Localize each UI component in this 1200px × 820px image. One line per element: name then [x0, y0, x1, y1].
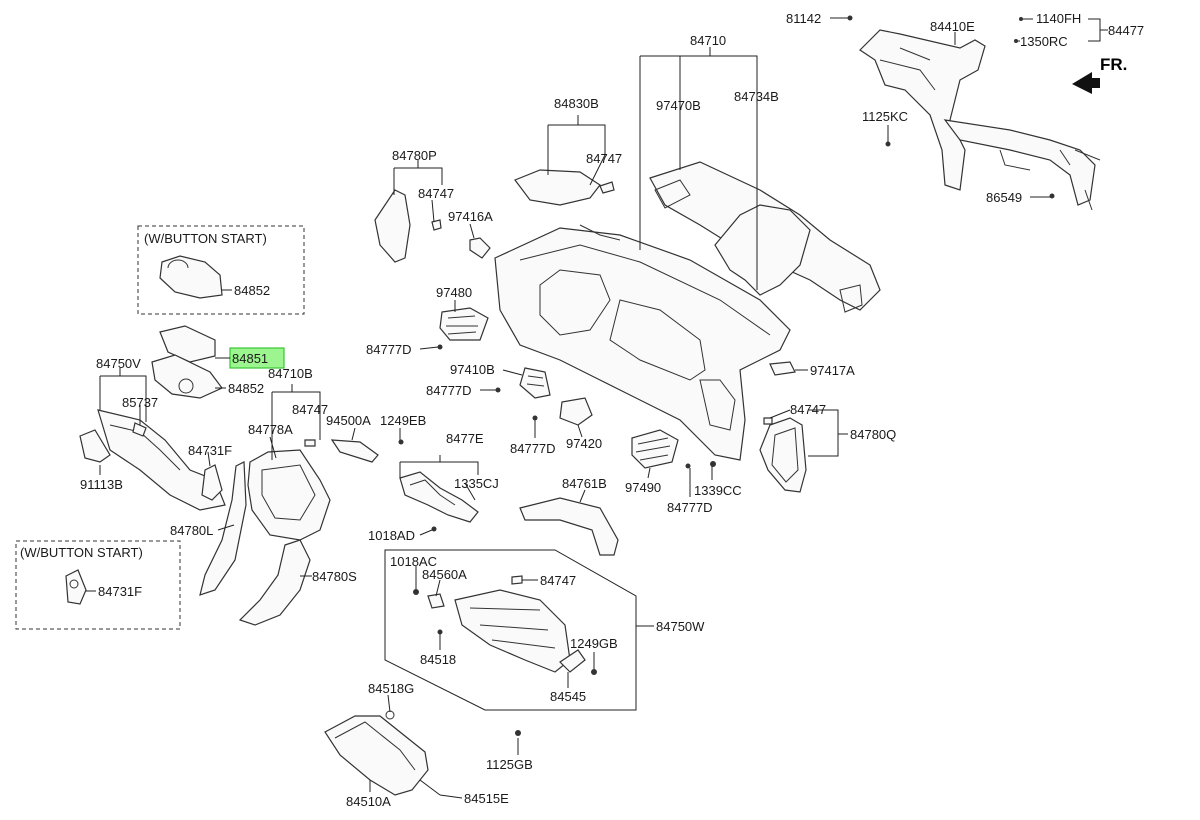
label-84777D-b: 84777D	[426, 383, 472, 398]
label-84780P: 84780P	[392, 148, 437, 163]
label-1125GB: 1125GB	[486, 757, 533, 772]
air-vent-97410B	[519, 367, 551, 399]
label-84777D-d: 84777D	[667, 500, 713, 515]
variant-box-top-title: (W/BUTTON START)	[144, 231, 267, 246]
fr-arrow-icon	[1072, 72, 1100, 94]
glove-box-84510A	[324, 710, 441, 796]
label-84750V: 84750V	[96, 356, 141, 371]
label-8477E: 8477E	[446, 431, 484, 446]
label-84518G: 84518G	[368, 681, 414, 696]
label-84780L: 84780L	[170, 523, 213, 538]
trim-84731F	[201, 464, 223, 501]
label-84778A: 84778A	[248, 422, 293, 437]
label-84851: 84851	[232, 351, 268, 366]
label-97490: 97490	[625, 480, 661, 495]
variant-box-top	[137, 225, 305, 315]
label-84710B: 84710B	[268, 366, 313, 381]
defroster-duct	[649, 161, 881, 313]
label-84734B: 84734B	[734, 89, 779, 104]
crash-pad-main-body	[494, 224, 791, 461]
label-97480: 97480	[436, 285, 472, 300]
panel-84852-variant	[159, 255, 223, 299]
label-84747-c: 84747	[292, 402, 328, 417]
label-97420: 97420	[566, 436, 602, 451]
label-1140FH: 1140FH	[1036, 11, 1081, 26]
label-84750W: 84750W	[656, 619, 705, 634]
label-84710: 84710	[690, 33, 726, 48]
label-84777D-c: 84777D	[510, 441, 556, 456]
label-1249GB: 1249GB	[570, 636, 618, 651]
leader-lines	[86, 47, 848, 799]
label-84731F-b: 84731F	[98, 584, 142, 599]
cluster-bracket-94500A	[330, 439, 379, 463]
direction-label: FR.	[1100, 55, 1127, 74]
label-84747-d: 84747	[790, 402, 826, 417]
lower-crash-pad-panel	[151, 325, 223, 399]
label-84545: 84545	[550, 689, 586, 704]
label-84731F-a: 84731F	[188, 443, 232, 458]
label-1350RC: 1350RC	[1020, 34, 1068, 49]
variant-box-bottom-title: (W/BUTTON START)	[20, 545, 143, 560]
label-84515E: 84515E	[464, 791, 509, 806]
label-84761B: 84761B	[562, 476, 607, 491]
label-84518: 84518	[420, 652, 456, 667]
label-84747-e: 84747	[540, 573, 576, 588]
vent-97416A	[469, 237, 491, 259]
label-84852-a: 84852	[234, 283, 270, 298]
bracket-8477E	[399, 471, 479, 523]
label-84747-a: 84747	[586, 151, 622, 166]
label-81142: 81142	[786, 11, 821, 26]
label-1018AC: 1018AC	[390, 554, 437, 569]
label-84477: 84477	[1108, 23, 1144, 38]
center-fascia-panel	[199, 439, 331, 626]
label-86549: 86549	[986, 190, 1022, 205]
label-85737: 85737	[122, 395, 158, 410]
label-91113B: 91113B	[80, 477, 123, 492]
label-1018AD-a: 1018AD	[368, 528, 415, 543]
label-97470B: 97470B	[656, 98, 701, 113]
label-84780Q: 84780Q	[850, 427, 896, 442]
label-1339CC: 1339CC	[694, 483, 742, 498]
label-84510A: 84510A	[346, 794, 391, 809]
label-84410E: 84410E	[930, 19, 975, 34]
side-cover-left	[374, 189, 442, 263]
label-97410B: 97410B	[450, 362, 495, 377]
speaker-cover-part	[514, 169, 615, 206]
vent-97417A	[769, 361, 796, 376]
label-84830B: 84830B	[554, 96, 599, 111]
label-1249EB: 1249EB	[380, 413, 426, 428]
trim-84761B	[519, 497, 619, 556]
part-number-labels: 81142 84410E 1140FH 84477 1350RC 1125KC …	[80, 11, 1144, 809]
label-84747-b: 84747	[418, 186, 454, 201]
label-97417A: 97417A	[810, 363, 855, 378]
label-1125KC: 1125KC	[862, 109, 908, 124]
label-84780S: 84780S	[312, 569, 357, 584]
label-1335CJ: 1335CJ	[454, 476, 499, 491]
center-air-vent-left	[439, 307, 489, 341]
label-84560A: 84560A	[422, 567, 467, 582]
label-94500A: 94500A	[326, 413, 371, 428]
air-vent-97490	[631, 429, 679, 469]
lower-panel-84750V	[79, 409, 226, 511]
label-84777D-a: 84777D	[366, 342, 412, 357]
cowl-crossbar-assembly	[859, 29, 1101, 211]
trim-84731F-variant	[65, 569, 87, 605]
side-cover-right	[759, 417, 807, 493]
air-vent-97420	[559, 397, 593, 426]
glove-box-assembly	[427, 575, 586, 673]
label-84852-b: 84852	[228, 381, 264, 396]
label-97416A: 97416A	[448, 209, 493, 224]
